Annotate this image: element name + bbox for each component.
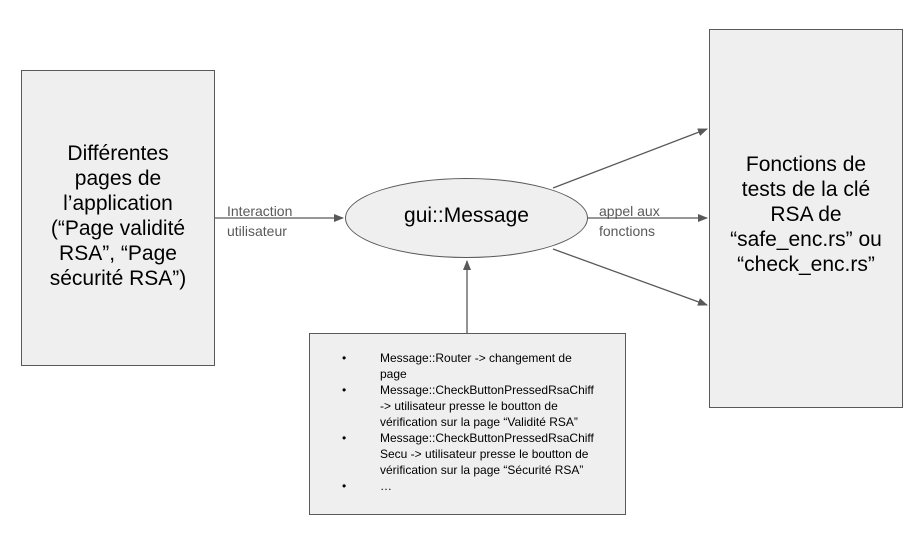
- list-item-line: …: [380, 479, 392, 493]
- list-item-line: page: [380, 367, 407, 381]
- function-call-edge-label-line: appel aux: [599, 203, 660, 219]
- interaction-edge-label: Interaction utilisateur: [227, 201, 292, 241]
- application-pages-line: l’application: [63, 192, 173, 215]
- list-item-line: Message::CheckButtonPressedRsaChiff: [380, 431, 594, 445]
- application-pages-line: Différentes: [67, 142, 169, 165]
- list-item: • Message::Router -> changement de page: [336, 350, 616, 382]
- application-pages-line: pages de: [74, 167, 162, 190]
- rsa-test-functions-line: RSA de: [770, 203, 842, 226]
- function-call-edge-label-line: fonctions: [599, 223, 656, 239]
- list-item-line: vérification sur la page “Validité RSA”: [380, 415, 578, 429]
- function-call-edge-label: appel aux fonctions: [599, 201, 660, 241]
- gui-message-label: gui::Message: [404, 204, 529, 227]
- rsa-test-functions-line: tests de la clé: [741, 178, 871, 201]
- list-item-line: -> utilisateur presse le boutton de: [380, 399, 558, 413]
- rsa-test-functions-line: Fonctions de: [745, 153, 867, 176]
- application-pages-line: (“Page validité: [50, 217, 186, 240]
- list-item-line: Secu -> utilisateur presse le boutton de: [380, 447, 589, 461]
- message-variants-box: [309, 333, 626, 515]
- arrow-message-to-right-bottom: [552, 248, 708, 306]
- rsa-test-functions-text: Fonctions de tests de la clé RSA de “saf…: [710, 152, 902, 277]
- rsa-test-functions-line: “check_enc.rs”: [737, 253, 875, 276]
- rsa-test-functions-line: “safe_enc.rs” ou: [730, 228, 882, 251]
- bullet-icon: •: [342, 383, 347, 397]
- list-item-line: Message::CheckButtonPressedRsaChiff: [380, 383, 594, 397]
- rsa-test-functions-box: Fonctions de tests de la clé RSA de “saf…: [709, 29, 903, 408]
- gui-message-node: gui::Message: [345, 178, 588, 258]
- arrow-message-to-right-top: [552, 128, 708, 189]
- list-item-line: Message::Router -> changement de: [380, 351, 572, 365]
- list-item: • Message::CheckButtonPressedRsaChiff Se…: [336, 430, 616, 478]
- interaction-edge-label-line: utilisateur: [227, 223, 287, 239]
- message-variants-list: • Message::Router -> changement de page …: [336, 350, 616, 494]
- bullet-icon: •: [342, 479, 347, 493]
- application-pages-line: sécurité RSA”): [49, 267, 187, 290]
- interaction-edge-label-line: Interaction: [227, 203, 293, 219]
- list-item-line: vérification sur la page “Sécurité RSA”: [380, 463, 584, 477]
- list-item: • Message::CheckButtonPressedRsaChiff ->…: [336, 382, 616, 430]
- application-pages-line: RSA”, “Page: [59, 242, 177, 265]
- application-pages-text: Différentes pages de l’application (“Pag…: [22, 141, 214, 291]
- bullet-icon: •: [342, 431, 347, 445]
- list-item: • …: [336, 478, 616, 494]
- application-pages-box: Différentes pages de l’application (“Pag…: [21, 70, 215, 366]
- bullet-icon: •: [342, 351, 347, 365]
